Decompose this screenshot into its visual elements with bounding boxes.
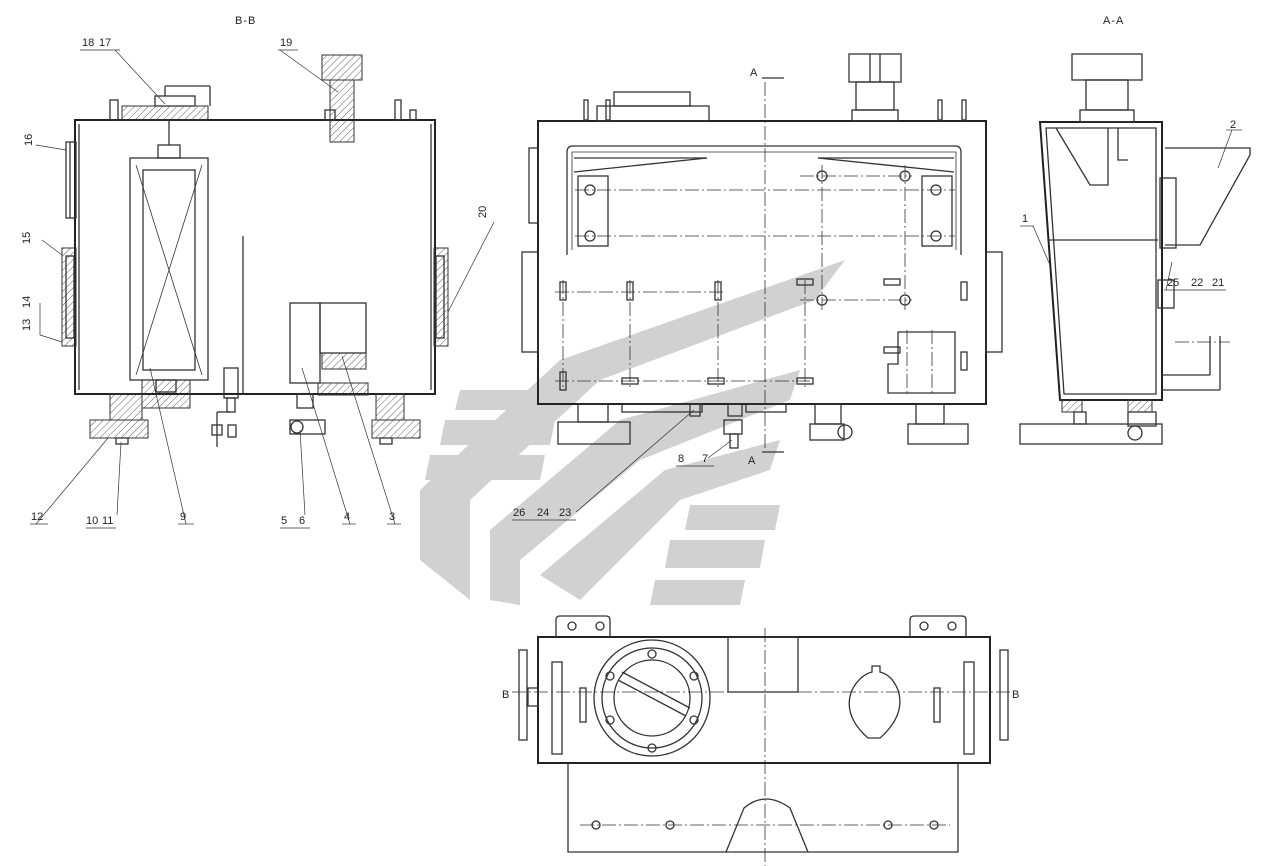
front-view: A A [521, 53, 1003, 467]
part-label-23: 23 [559, 507, 571, 519]
leader-lines [30, 49, 1242, 529]
part-label-22: 22 [1191, 277, 1203, 289]
part-label-19: 19 [280, 37, 292, 49]
section-bb-view: B-B [61, 15, 449, 447]
part-label-21: 21 [1212, 277, 1224, 289]
part-label-25: 25 [1167, 277, 1179, 289]
part-label-5: 5 [281, 515, 287, 527]
plan-view: B B [502, 615, 1020, 866]
part-label-7: 7 [702, 453, 708, 465]
section-a-mark-top: A [750, 67, 758, 79]
part-label-15: 15 [21, 232, 33, 244]
section-b-mark-right: B [1012, 689, 1020, 701]
part-label-13: 13 [21, 319, 33, 331]
part-label-8: 8 [678, 453, 684, 465]
part-label-14: 14 [21, 296, 33, 308]
part-label-4: 4 [344, 511, 350, 523]
part-label-12: 12 [31, 511, 43, 523]
section-bb-title: B-B [235, 15, 256, 27]
part-label-17: 17 [99, 37, 111, 49]
part-label-9: 9 [180, 511, 186, 523]
part-label-20: 20 [477, 206, 489, 218]
section-a-mark-bottom: A [748, 455, 756, 467]
section-aa-title: A-A [1103, 15, 1124, 27]
part-label-10: 10 [86, 515, 98, 527]
part-label-6: 6 [299, 515, 305, 527]
part-label-2: 2 [1230, 119, 1236, 131]
section-b-mark-left: B [502, 689, 510, 701]
part-label-1: 1 [1022, 213, 1028, 225]
part-label-3: 3 [389, 511, 395, 523]
part-label-16: 16 [23, 134, 35, 146]
section-aa-view: A-A [1019, 15, 1251, 445]
part-label-18: 18 [82, 37, 94, 49]
part-label-26: 26 [513, 507, 525, 519]
part-label-11: 11 [102, 515, 113, 527]
part-label-24: 24 [537, 507, 549, 519]
part-labels: 18 17 19 16 15 14 13 20 12 10 11 9 5 6 4… [21, 37, 1236, 527]
watermark-logo [420, 260, 845, 605]
